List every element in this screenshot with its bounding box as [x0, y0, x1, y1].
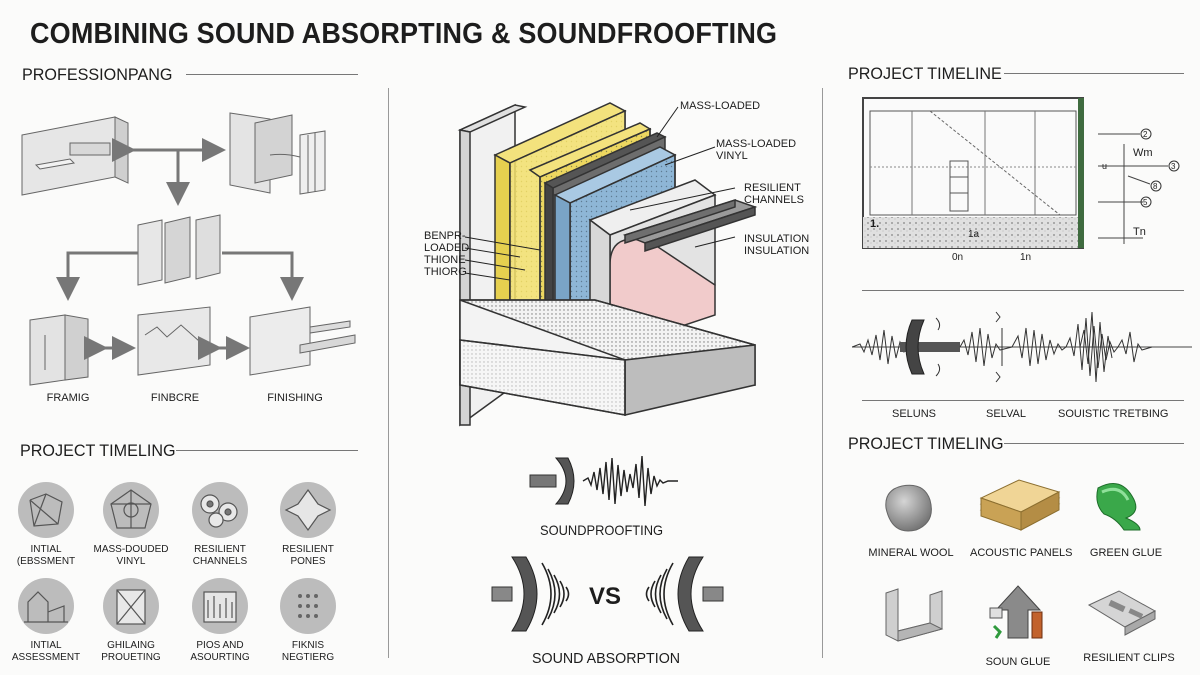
right-divider: [822, 88, 823, 658]
acoustic-panels-label: ACOUSTIC PANELS: [970, 547, 1073, 559]
step-label-framing: FRAMIG: [46, 392, 90, 404]
mineral-wool-label: MINERAL WOOL: [868, 547, 954, 559]
right-bottom-heading: PROJECT TIMELING: [848, 434, 1004, 453]
wave-baseline-rule: [862, 400, 1184, 401]
insulation-panel-icon: [137, 214, 221, 286]
resilient-clips-icon: [1087, 590, 1157, 636]
assessment-label: INTIAL(EBSSMENT: [16, 544, 76, 567]
plan-dimension-lines: [1098, 128, 1180, 244]
initial-assessment-icon: [18, 578, 74, 634]
wave-label-souistic: SOUISTIC TRETBING: [1058, 408, 1169, 420]
framing-assembly-icon: [229, 112, 326, 195]
vs-label: VS: [589, 583, 622, 610]
step-label-finishing: FINISHING: [267, 392, 323, 404]
left-top-rule: [186, 74, 358, 75]
green-glue-icon: [1096, 483, 1141, 531]
vs-comparison-graphic: [491, 556, 724, 632]
right-mid-rule: [862, 290, 1184, 291]
resilient-pones-icon: [280, 482, 336, 538]
plan-bottom-left-label: 0n: [952, 252, 964, 263]
green-glue-label: GREEN GLUE: [1089, 547, 1163, 559]
left-bottom-heading: PROJECT TIMELING: [20, 441, 176, 460]
construction-flow-diagram: [21, 112, 356, 386]
mass-loaded-vinyl-icon: [103, 482, 159, 538]
resilient-channel: [622, 198, 758, 253]
right-bottom-rule: [1004, 443, 1184, 444]
sound-absorption-label: SOUND ABSORPTION: [532, 650, 681, 667]
plan-side-label-wm: Wm: [1133, 147, 1153, 159]
plan-row-label: 1.: [870, 218, 880, 230]
soundproofing-wave-icon: [529, 455, 678, 507]
resilient-clips-label: RESILIENT CLIPS: [1083, 652, 1175, 664]
layer-label-mass-loaded: MASS-LOADED: [680, 100, 761, 112]
pios-absorbing-icon: [192, 578, 248, 634]
plan-side-label-tn: Tn: [1133, 226, 1146, 238]
mineral-wool-icon: [885, 484, 932, 532]
u-channel-icon: [885, 588, 944, 642]
step-label-finbcre: FINBCRE: [150, 392, 200, 404]
layer-label-benpr: BENPR-: [424, 230, 466, 242]
plan-bottom-mid-label: 1n: [1020, 252, 1032, 263]
soundproofing-label: SOUNDPROOFTING: [540, 522, 664, 538]
finish-step-icon: [137, 306, 211, 376]
sound-glue-icon: [989, 585, 1043, 639]
gluing-protecting-icon: [103, 578, 159, 634]
plan-circle-label-4: 5: [1143, 198, 1148, 207]
left-top-heading: PROFESSIONPANG: [22, 65, 173, 84]
assessment-icon: [18, 482, 74, 538]
sound-glue-label: SOUN GLUE: [985, 656, 1051, 668]
acoustic-panels-icon: [979, 479, 1061, 531]
floor-plan-drawing: [862, 97, 1084, 249]
finish-nesting-icon: [280, 578, 336, 634]
layer-label-loaded: LOADED: [424, 242, 470, 254]
floor-slab: [459, 299, 756, 416]
resilient-channels-icon: [192, 482, 248, 538]
left-bottom-rule: [176, 450, 358, 451]
layer-label-thione: THIONE: [424, 254, 466, 266]
plan-circle-label-2: 3: [1171, 162, 1176, 171]
plan-inner-label: 1a: [968, 229, 980, 240]
plan-small-label-u: u: [1102, 161, 1108, 171]
layer-label-thiorg: THIORG: [424, 266, 467, 278]
plan-circle-label-1: 2: [1143, 130, 1148, 139]
right-top-rule: [1004, 73, 1184, 74]
sound-wave-comparison: [852, 311, 1192, 383]
plan-circle-label-3: 8: [1153, 182, 1158, 191]
framing-step-icon: [29, 314, 89, 386]
finishing-step-icon: [249, 306, 356, 376]
left-divider: [388, 88, 389, 658]
wave-label-seluns: SELUNS: [892, 408, 937, 420]
right-top-heading: PROJECT TIMELINE: [848, 64, 1002, 83]
wall-cross-section-diagram: [457, 102, 758, 427]
page-title: COMBINING SOUND ABSORPTING & SOUNDFROOFT…: [30, 18, 778, 50]
wall-panel-icon: [21, 116, 129, 196]
wave-label-selval: SELVAL: [986, 408, 1026, 420]
